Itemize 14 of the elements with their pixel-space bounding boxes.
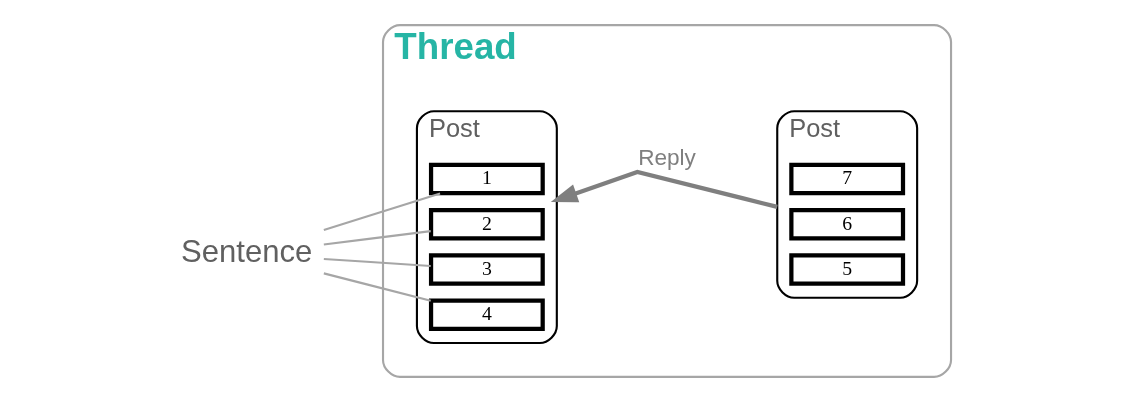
node-box: 4 xyxy=(428,298,545,331)
node-box: 7 xyxy=(788,162,905,196)
connector xyxy=(323,230,431,246)
connector xyxy=(323,257,431,267)
node-text: Sentence xyxy=(180,233,312,269)
node-box: 5 xyxy=(788,253,905,286)
node-box: 3 xyxy=(428,253,545,286)
connector xyxy=(323,272,431,302)
node-box: 1 xyxy=(428,162,545,196)
arrow xyxy=(550,169,778,209)
connector xyxy=(323,192,440,232)
node-box: 6 xyxy=(788,208,905,241)
edge-label: Reply xyxy=(637,144,696,170)
node-box: 2 xyxy=(428,208,545,241)
